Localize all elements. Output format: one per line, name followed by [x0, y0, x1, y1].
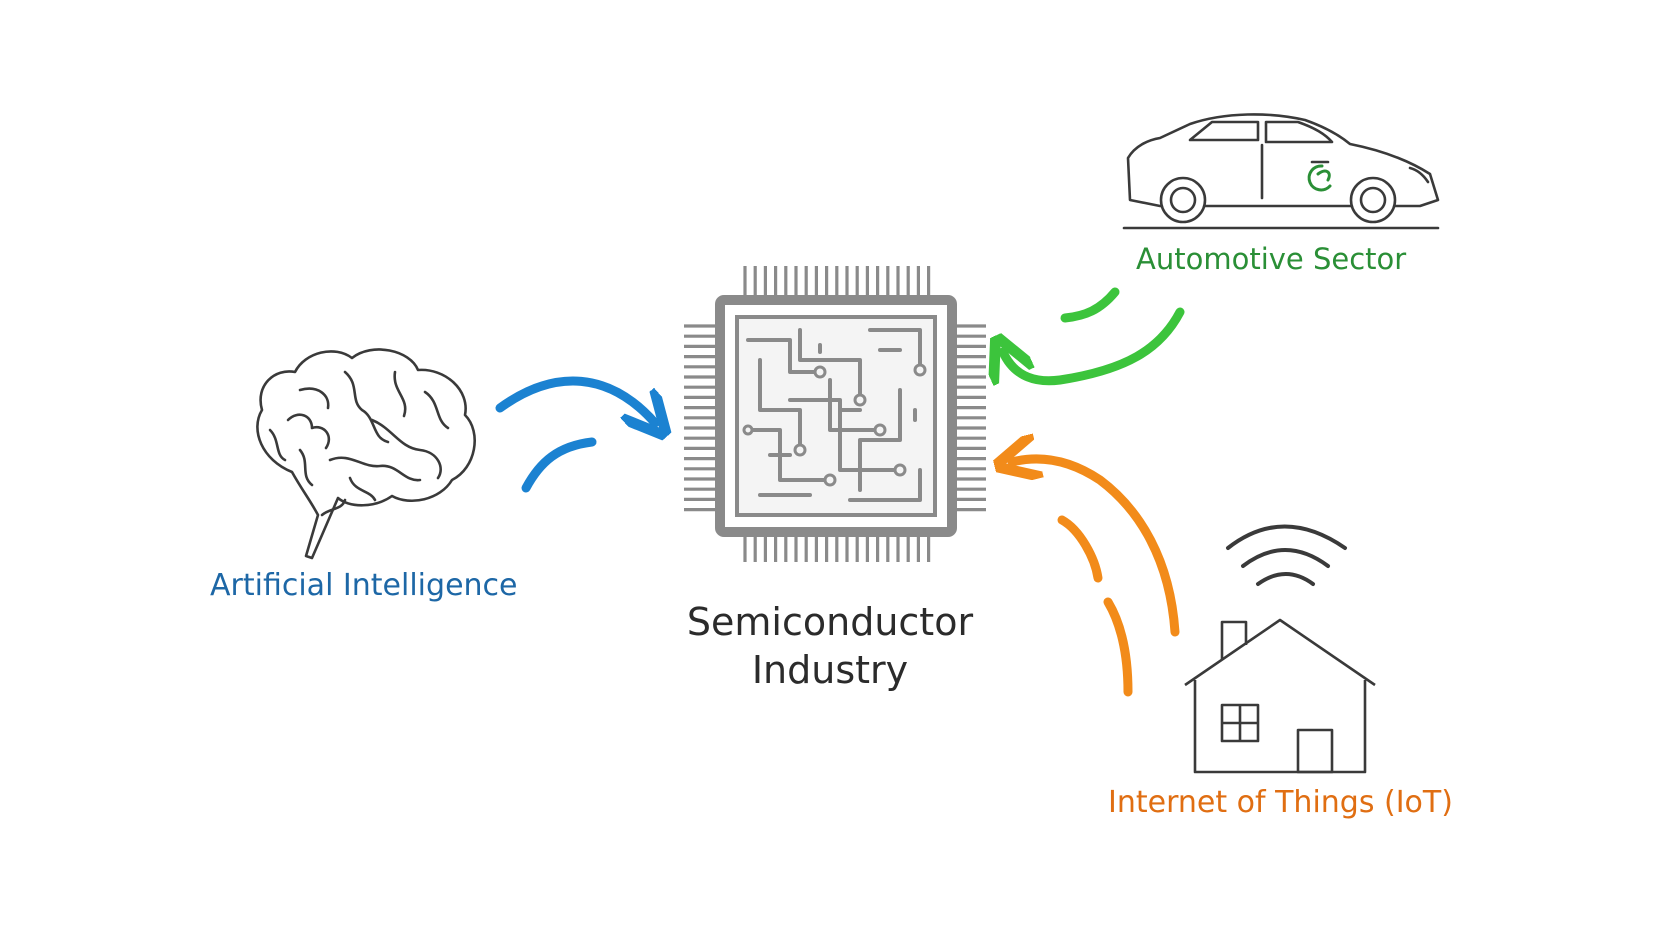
house-icon — [1184, 618, 1376, 774]
ai-arrow — [495, 376, 655, 493]
wifi-icon — [1226, 524, 1347, 586]
center-title: Semiconductor Industry — [660, 598, 1000, 694]
automotive-arrow — [1003, 287, 1185, 381]
center-title-line1: Semiconductor — [686, 600, 974, 644]
ai-label: Artificial Intelligence — [210, 568, 518, 603]
iot-label: Internet of Things (IoT) — [1108, 785, 1453, 820]
car-icon — [1122, 113, 1440, 230]
iot-arrow — [1012, 459, 1180, 697]
brain-icon — [256, 348, 476, 560]
automotive-label: Automotive Sector — [1136, 242, 1407, 276]
center-title-line2: Industry — [751, 648, 909, 692]
chip-icon — [684, 266, 986, 562]
